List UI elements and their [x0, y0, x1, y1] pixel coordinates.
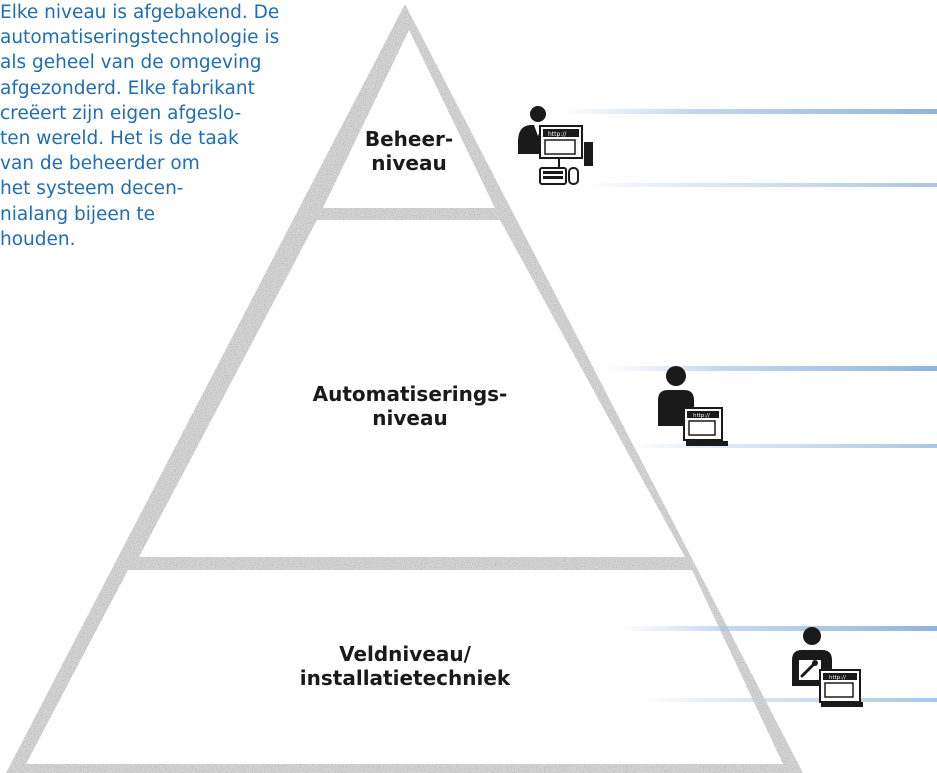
icon-url-text: http:// — [829, 675, 846, 681]
icon-url-text: http:// — [693, 413, 710, 419]
intro-line: het systeem decen- — [0, 178, 184, 200]
level-label-line: Automatiserings- — [312, 382, 508, 406]
level-label-line: niveau — [371, 151, 447, 175]
intro-line: als geheel van de omgeving — [0, 52, 262, 74]
level-label-line: installatietechniek — [299, 666, 511, 690]
intro-line: ten wereld. Het is de taak — [0, 128, 239, 150]
technician-laptop-icon: http:// — [792, 627, 863, 707]
intro-line: automatiseringstechnologie is — [0, 27, 280, 49]
level-label-automatisering: Automatiserings- niveau — [290, 382, 530, 430]
icon-url-text: http:// — [548, 131, 567, 138]
level-label-line: Veldniveau/ — [339, 642, 471, 666]
intro-line: afgezonderd. Elke fabrikant — [0, 77, 255, 99]
level-lines — [560, 109, 937, 702]
intro-line: houden. — [0, 228, 76, 250]
level-label-veld: Veldniveau/ installatietechniek — [280, 642, 530, 690]
intro-text: Elke niveau is afgebakend. De automatise… — [0, 0, 279, 252]
level-label-beheer: Beheer- niveau — [359, 127, 459, 175]
intro-line: van de beheerder om — [0, 153, 200, 175]
intro-line: creëert zijn eigen afgeslo- — [0, 102, 242, 124]
manager-workstation-icon: http:// — [518, 106, 593, 185]
level-label-line: Beheer- — [364, 127, 454, 151]
user-laptop-icon: http:// — [658, 366, 728, 446]
intro-line: Elke niveau is afgebakend. De — [0, 2, 280, 23]
intro-line: nialang bijeen te — [0, 203, 156, 225]
level-label-line: niveau — [372, 406, 448, 430]
